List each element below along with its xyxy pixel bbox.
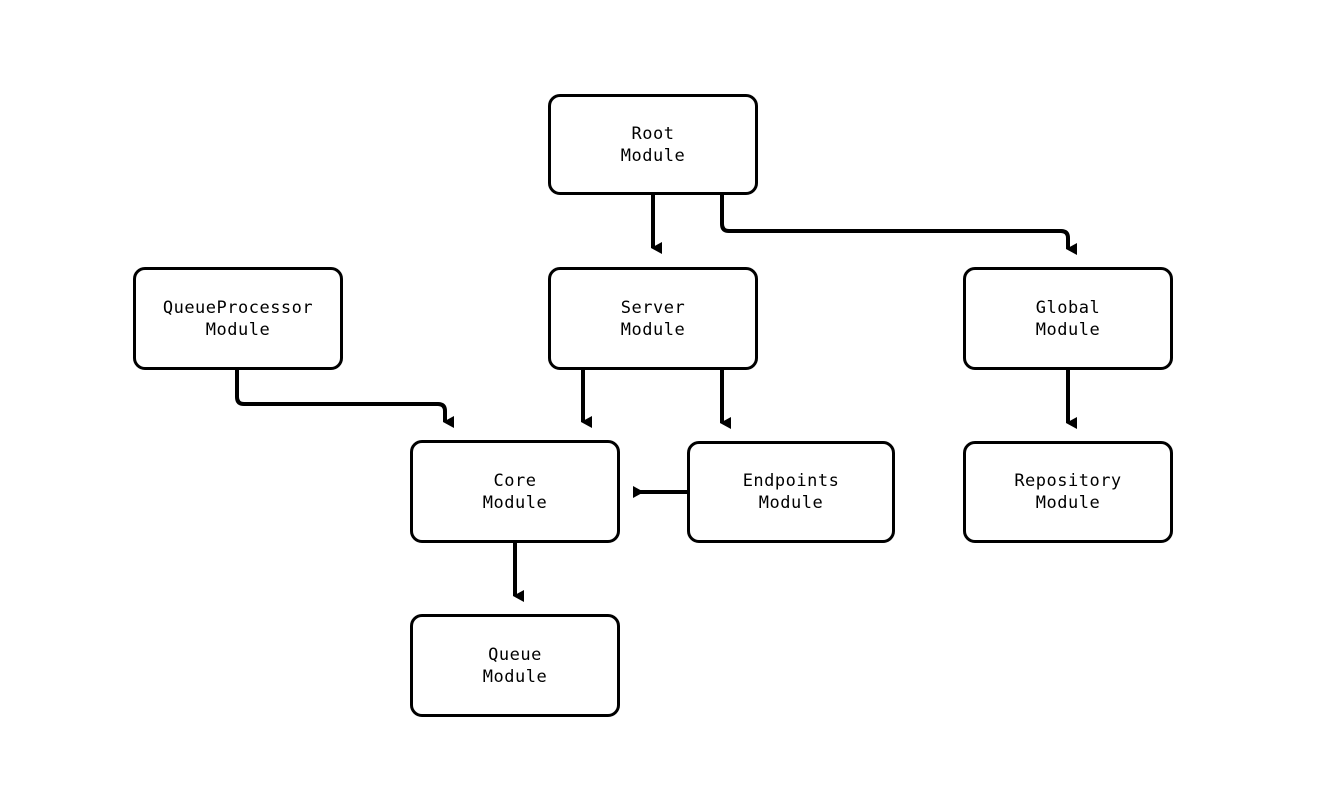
node-queue-module-label: Queue Module xyxy=(482,644,548,687)
node-repository-module[interactable]: Repository Module xyxy=(963,441,1173,543)
node-root-module[interactable]: Root Module xyxy=(548,94,758,195)
node-repository-module-label: Repository Module xyxy=(1014,471,1122,513)
node-global-module-label: Global Module xyxy=(1035,297,1101,340)
node-endpoints-module[interactable]: Endpoints Module xyxy=(687,441,895,543)
node-server-module[interactable]: Server Module xyxy=(548,267,758,370)
node-endpoints-module-label: Endpoints Module xyxy=(742,471,840,513)
node-queueprocessor-module-label: QueueProcessor Module xyxy=(162,297,314,340)
node-core-module[interactable]: Core Module xyxy=(410,440,620,543)
edge-queueprocessor-to-core xyxy=(235,370,454,428)
node-queue-module[interactable]: Queue Module xyxy=(410,614,620,717)
node-global-module[interactable]: Global Module xyxy=(963,267,1173,370)
node-root-module-label: Root Module xyxy=(620,123,686,166)
edge-root-to-global xyxy=(720,195,1077,255)
node-server-module-label: Server Module xyxy=(620,297,686,340)
node-queueprocessor-module[interactable]: QueueProcessor Module xyxy=(133,267,343,370)
node-core-module-label: Core Module xyxy=(482,470,548,513)
